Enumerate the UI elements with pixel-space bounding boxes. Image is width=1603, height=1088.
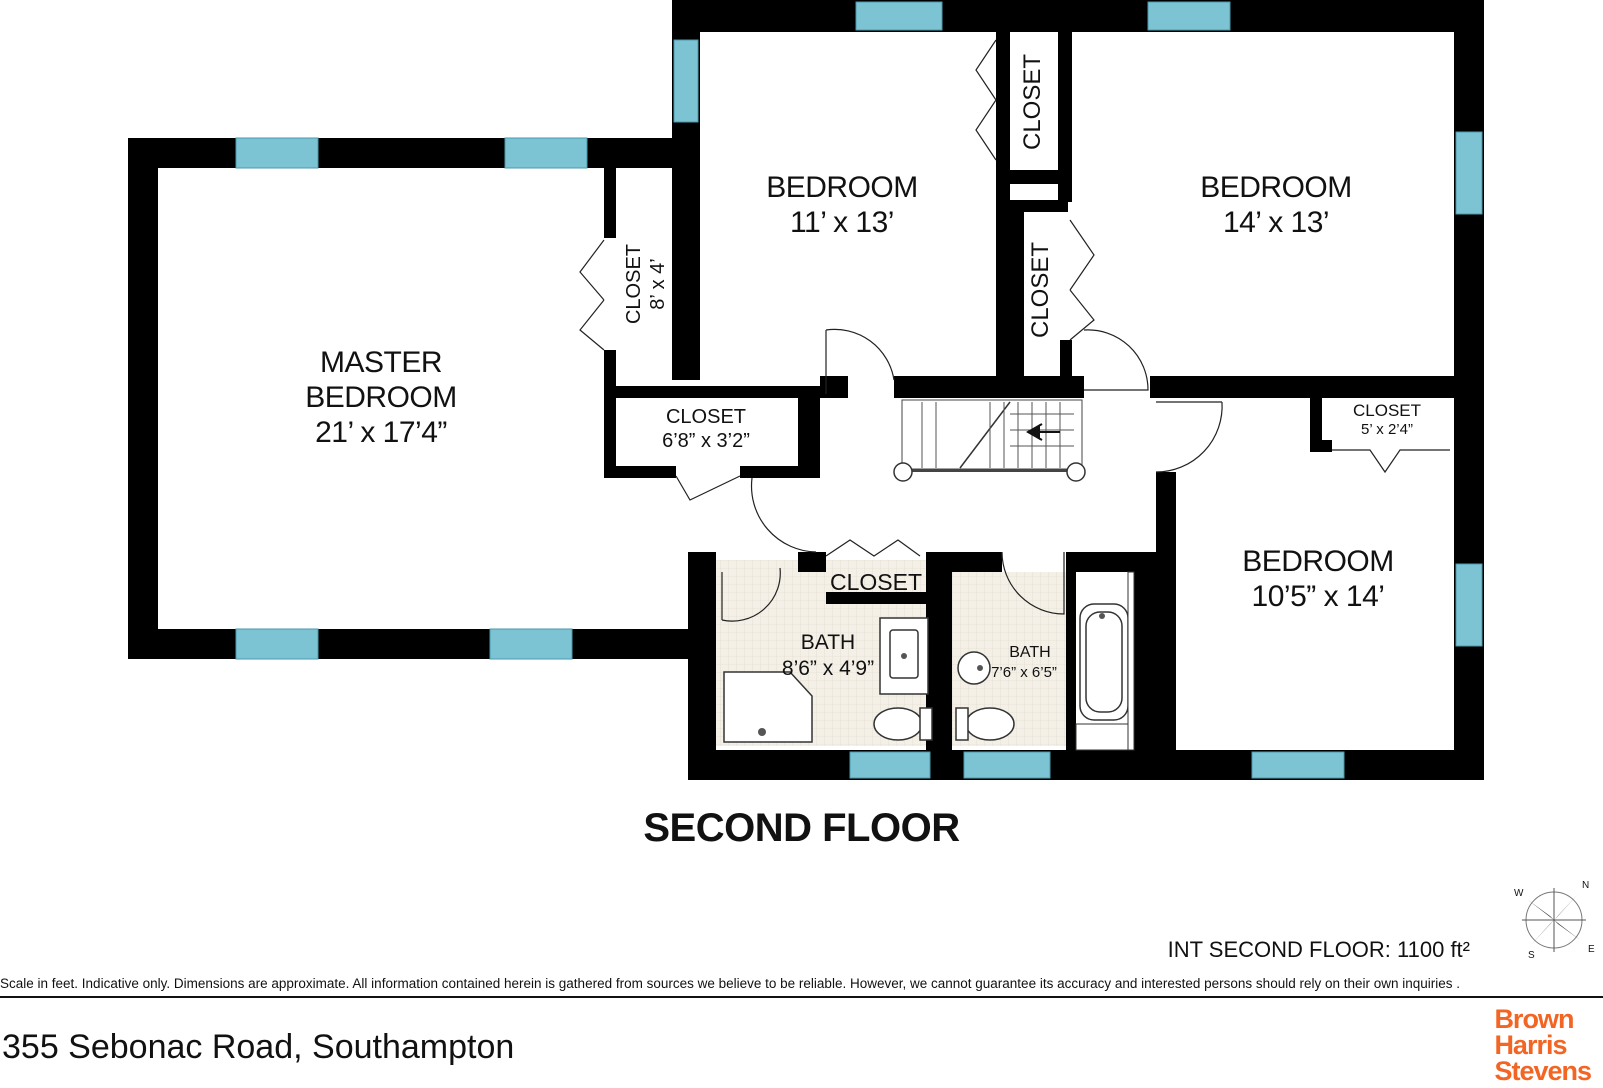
bedroom2-label: BEDROOM [1200, 171, 1352, 204]
floor-plan: MASTER BEDROOM 21’ x 17’4” BEDROOM 11’ x… [128, 0, 1484, 780]
floor-area-text: INT SECOND FLOOR: 1100 ft² [1167, 937, 1470, 962]
brand-line-1: Brown [1494, 1004, 1574, 1034]
master-closet-label: CLOSET [623, 244, 645, 324]
bath2-dim: 7’6” x 6’5” [991, 664, 1057, 681]
disclaimer-text: Scale in feet. Indicative only. Dimensio… [0, 976, 1461, 991]
bed2-closet-label: CLOSET [1027, 242, 1054, 338]
bedroom1-dim: 11’ x 13’ [790, 206, 894, 239]
divider [0, 996, 1603, 998]
bath2-label: BATH [1009, 644, 1050, 661]
compass-s: S [1528, 950, 1535, 960]
compass-e: E [1588, 944, 1595, 955]
bedroom3-label: BEDROOM [1242, 545, 1394, 578]
compass-n: N [1582, 880, 1589, 891]
master-bedroom-label-1: MASTER [320, 346, 442, 379]
brand-line-3: Stevens [1494, 1056, 1592, 1086]
fixtures [723, 571, 1135, 751]
hall-closet-dim: 6’8” x 3’2” [662, 430, 750, 452]
master-bedroom-dim: 21’ x 17’4” [315, 416, 447, 449]
bedroom2-dim: 14’ x 13’ [1223, 206, 1329, 239]
bath-closet-label: CLOSET [830, 569, 922, 595]
windows [235, 1, 1483, 779]
brand-logo: Brown Harris Stevens [1494, 1004, 1592, 1086]
hall-closet-label: CLOSET [666, 406, 746, 428]
stairs [893, 399, 1086, 482]
floor-title: SECOND FLOOR [643, 806, 960, 850]
bath1-dim: 8’6” x 4’9” [782, 657, 874, 680]
master-bedroom-label-2: BEDROOM [305, 381, 457, 414]
bedroom3-dim: 10’5” x 14’ [1252, 580, 1385, 613]
walls [128, 0, 1484, 780]
brand-line-2: Harris [1494, 1030, 1567, 1060]
compass-icon: N E S W [1514, 880, 1595, 960]
bed3-closet-label: CLOSET [1353, 401, 1421, 420]
bed1-closet-label: CLOSET [1019, 54, 1046, 150]
property-address: 355 Sebonac Road, Southampton [2, 1028, 515, 1066]
bedroom1-label: BEDROOM [766, 171, 918, 204]
master-closet-dim: 8’ x 4’ [647, 258, 669, 310]
compass-w: W [1514, 888, 1524, 899]
doors [579, 39, 1450, 622]
bath1-label: BATH [801, 631, 855, 654]
bed3-closet-dim: 5’ x 2’4” [1361, 421, 1413, 438]
